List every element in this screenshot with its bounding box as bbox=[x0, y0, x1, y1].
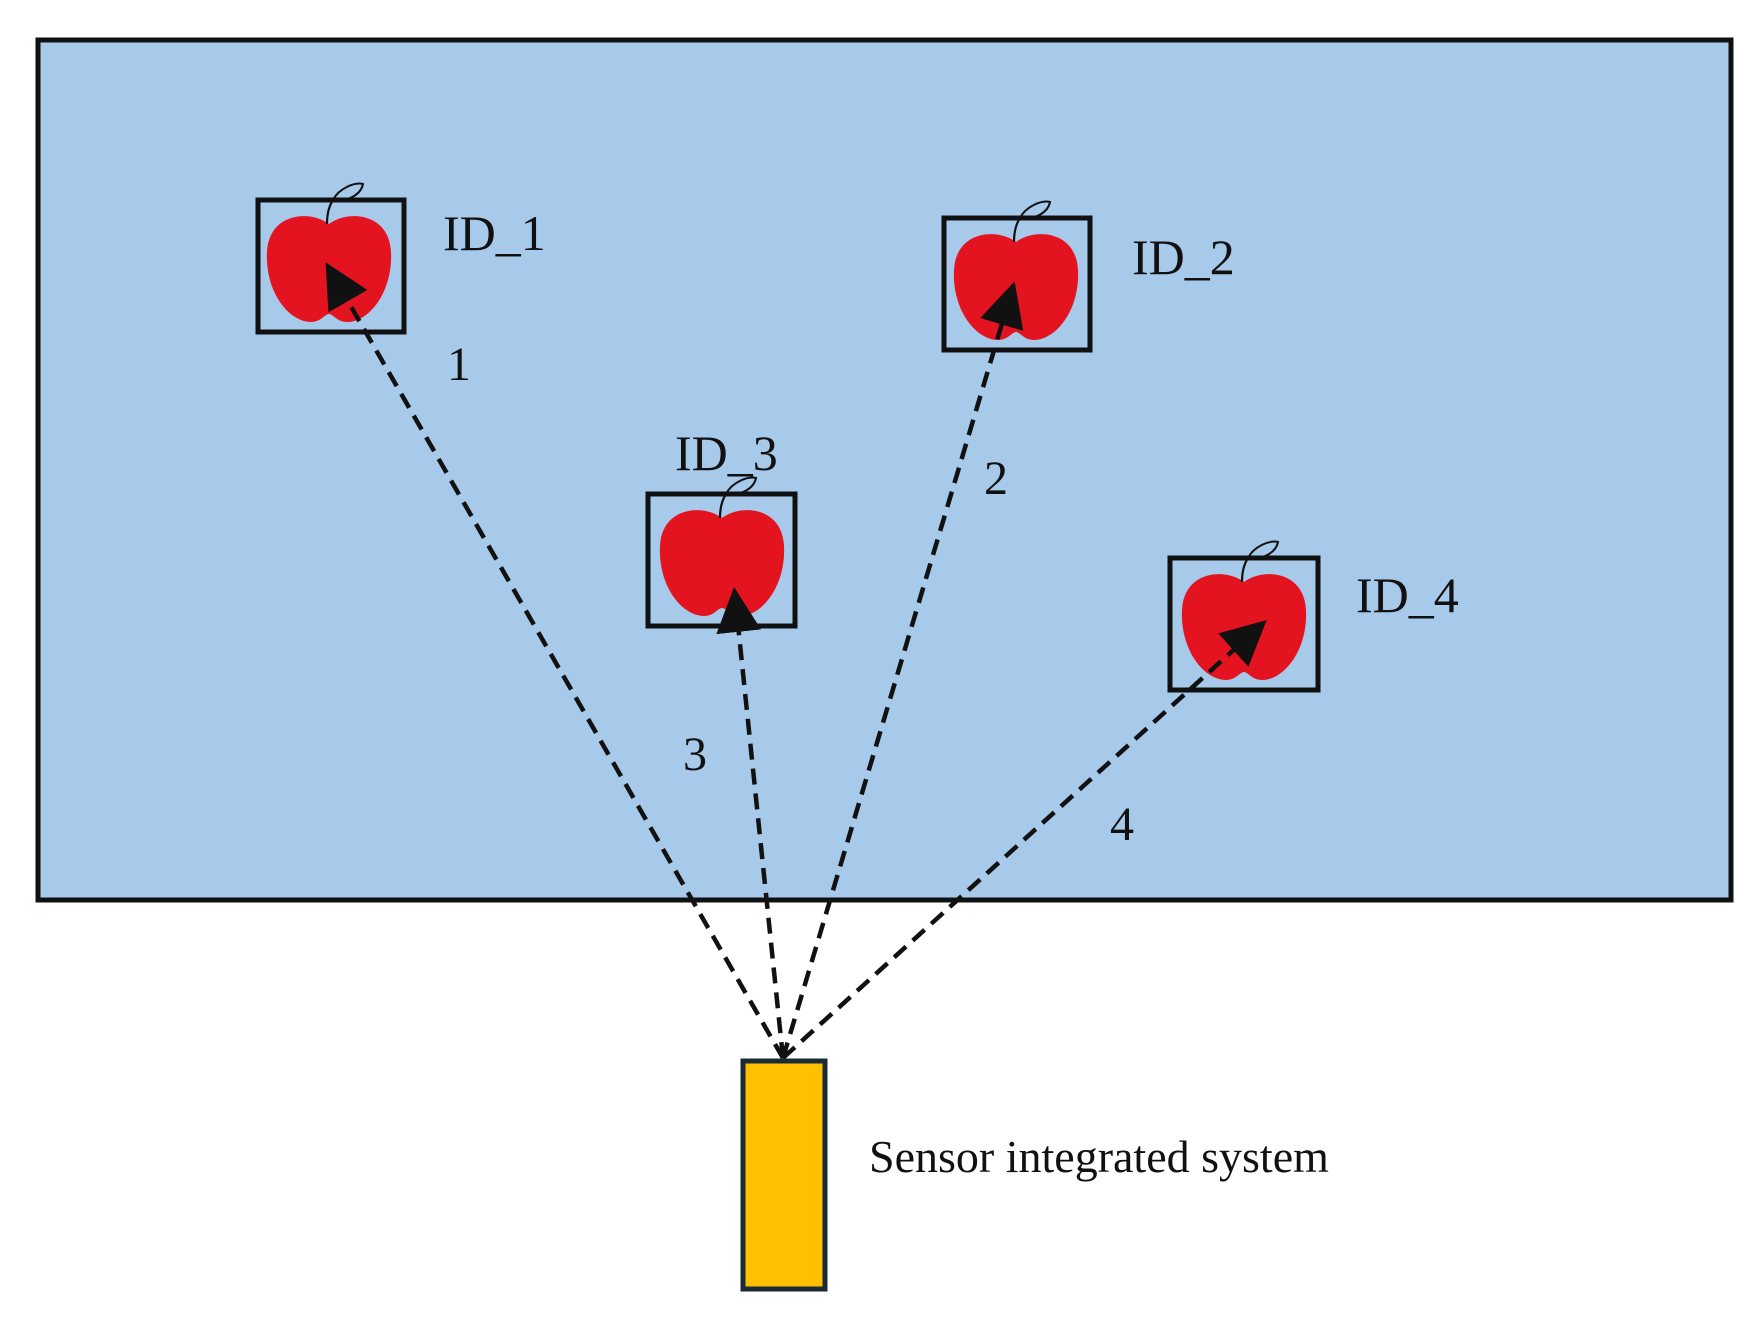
bounding-box-1 bbox=[255, 197, 407, 335]
path-line-3 bbox=[716, 587, 786, 1059]
path-line-2 bbox=[780, 281, 1024, 1059]
path-line-4 bbox=[781, 619, 1267, 1060]
apple-4: ID_4 bbox=[1167, 540, 1459, 693]
bounding-box-4 bbox=[1167, 555, 1321, 693]
path-number-3: 3 bbox=[683, 728, 707, 781]
bounding-box-2 bbox=[941, 215, 1093, 353]
apple-1: ID_1 bbox=[255, 182, 546, 335]
apple-2: ID_2 bbox=[941, 200, 1235, 353]
apple-id-label-3: ID_3 bbox=[675, 425, 778, 481]
sensor-device bbox=[740, 1058, 828, 1292]
field-area bbox=[35, 37, 1734, 903]
path-line-1 bbox=[325, 262, 785, 1060]
apple-id-label-4: ID_4 bbox=[1356, 567, 1459, 623]
apple-id-label-2: ID_2 bbox=[1132, 229, 1235, 285]
path-number-1: 1 bbox=[447, 338, 471, 391]
sensor-label: Sensor integrated system bbox=[869, 1131, 1329, 1182]
apple-id-label-1: ID_1 bbox=[443, 205, 546, 261]
path-number-2: 2 bbox=[984, 452, 1008, 505]
path-number-4: 4 bbox=[1110, 798, 1134, 851]
